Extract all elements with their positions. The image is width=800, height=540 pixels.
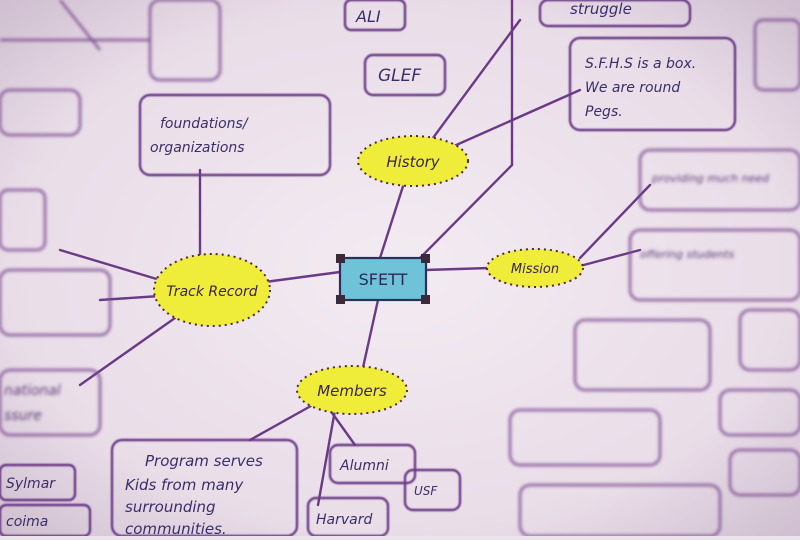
mission-label: Mission <box>511 262 559 277</box>
offering-note: offering students <box>640 248 735 261</box>
sfhs-note-line2: We are round <box>585 80 680 96</box>
note-boxes <box>0 0 737 538</box>
pacoima-note: coima <box>6 514 48 530</box>
program-note-line4: communities. <box>125 520 227 536</box>
providing-note: providing much need <box>651 172 770 185</box>
history-label: History <box>386 153 440 171</box>
ali-note: ALI <box>355 7 381 26</box>
history-bubble <box>357 135 469 187</box>
foundations-note-line1: foundations/ <box>160 116 249 132</box>
program-note-line2: Kids from many <box>125 476 244 494</box>
track-record-label: Track Record <box>166 284 257 300</box>
harvard-note: Harvard <box>316 512 372 528</box>
members-bubble <box>296 365 408 415</box>
struggle-note: struggle <box>570 0 632 18</box>
sylmar-note: Sylmar <box>6 476 56 492</box>
center-label: SFETT <box>359 270 408 289</box>
glef-note: GLEF <box>378 66 421 86</box>
mission-bubble <box>486 248 584 288</box>
track-record-bubble <box>153 253 271 327</box>
branch-bubbles <box>153 135 584 415</box>
blurred-texts: national ssure providing much need offer… <box>4 172 770 424</box>
sfhs-note-line1: S.F.H.S is a box. <box>585 56 696 72</box>
foundations-note-line2: organizations <box>150 140 245 156</box>
branch-labels: History Track Record Mission Members <box>166 153 559 400</box>
members-label: Members <box>317 382 387 400</box>
national-note-line2: ssure <box>4 408 42 424</box>
usf-note: USF <box>414 484 438 498</box>
sfhs-note-line3: Pegs. <box>585 104 623 120</box>
center-node: SFETT <box>336 254 430 304</box>
note-texts: S.F.H.S is a box. We are round Pegs. Pro… <box>6 0 696 538</box>
national-note-line1: national <box>4 383 61 399</box>
program-note-line1: Program serves <box>145 452 263 470</box>
alumni-note: Alumni <box>339 458 389 474</box>
program-note-line3: surrounding <box>125 498 216 516</box>
